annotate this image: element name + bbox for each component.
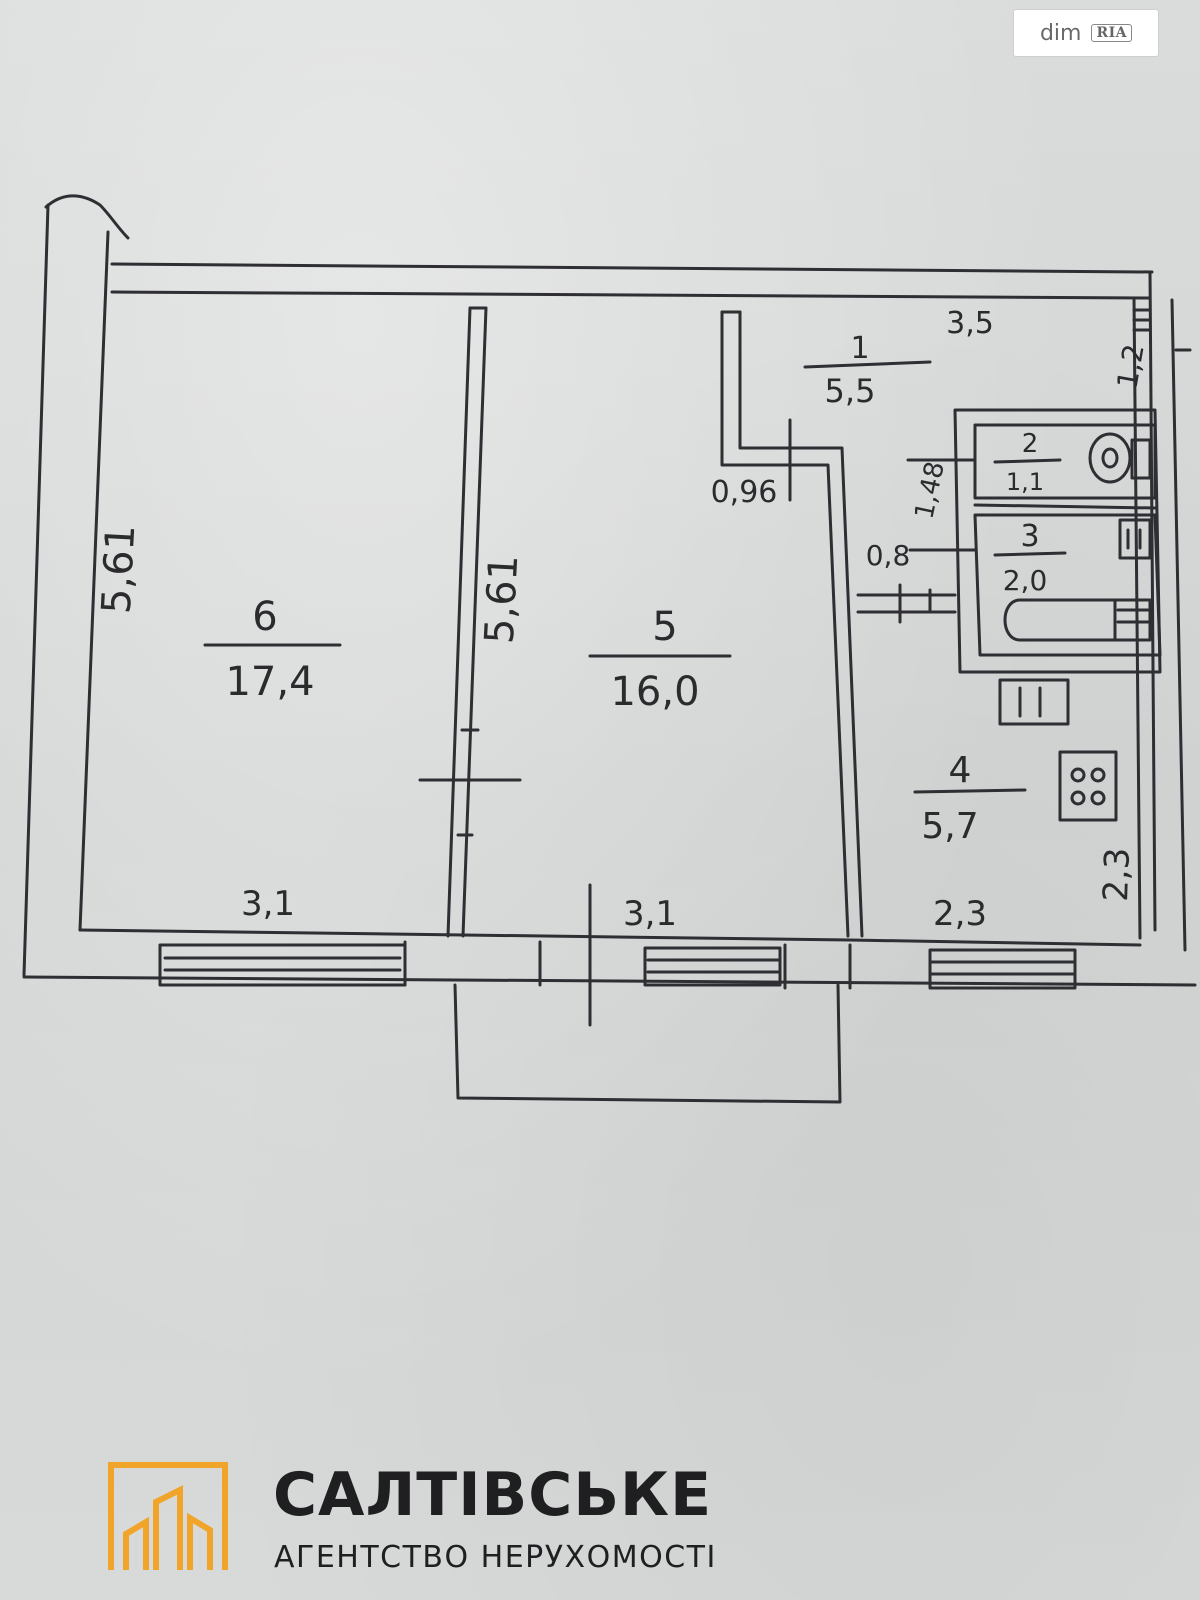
partition-6-5-b: [461, 306, 488, 938]
dim-hall-width: 3,5: [946, 306, 994, 341]
dim-wc-height: 1,48: [909, 459, 950, 522]
agency-branding: САЛТІВСЬКЕ АГЕНТСТВО НЕРУХОМОСТІ: [108, 1460, 828, 1582]
fraction-3: [993, 551, 1067, 557]
room-4-number: 4: [949, 750, 972, 791]
outer-wall-left-inner: [78, 230, 110, 932]
room-6-area: 17,4: [225, 659, 314, 705]
room-6-number: 6: [252, 594, 277, 640]
room-2-area: 1,1: [1006, 468, 1044, 496]
room-4-area: 5,7: [921, 806, 978, 847]
bath-room: [973, 513, 1162, 657]
sink-fixture: [1118, 518, 1152, 560]
bathtub-fixture: [1003, 598, 1152, 642]
outer-wall-bottom-inner-r: [848, 938, 1142, 947]
outer-wall-right: [1148, 270, 1157, 932]
toilet-fixture: [1088, 432, 1132, 484]
dim-room6-height: 5,61: [94, 524, 145, 615]
balcony: [453, 983, 842, 1104]
partition-6-5: [446, 306, 472, 938]
outer-wall-top: [110, 262, 1154, 274]
wc-divider: [973, 503, 1157, 510]
watermark-brand: dim: [1039, 20, 1082, 46]
fraction-4: [913, 788, 1027, 794]
bath-block-outer: [953, 408, 1162, 674]
room-3-area: 2,0: [1003, 564, 1048, 597]
room-1-area: 5,5: [825, 372, 876, 410]
dim-room6-width: 3,1: [241, 884, 295, 924]
agency-subtitle: АГЕНТСТВО НЕРУХОМОСТІ: [274, 1540, 717, 1575]
dim-ria-watermark: dim RIA: [1013, 9, 1159, 57]
partition-5-corridor: [720, 310, 850, 938]
dim-room4-width: 2,3: [933, 894, 987, 934]
fraction-1: [803, 360, 932, 369]
outer-wall-left: [22, 203, 50, 977]
dim-corridor-width: 0,96: [711, 475, 778, 510]
room-2-number: 2: [1022, 429, 1039, 459]
outer-wall-bottom-inner: [78, 928, 852, 942]
room-5-area: 16,0: [610, 669, 699, 715]
watermark-badge: RIA: [1091, 24, 1133, 42]
room-1-number: 1: [850, 331, 869, 366]
room-3-number: 3: [1020, 519, 1039, 554]
wall-break-mark: [44, 194, 130, 240]
agency-name: САЛТІВСЬКЕ: [273, 1460, 713, 1530]
agency-logo-icon: [108, 1462, 228, 1570]
room-5-number: 5: [652, 604, 677, 650]
dim-bath-width: 0,8: [866, 539, 911, 572]
outer-wall-top-inner: [110, 290, 1152, 300]
window-room4: [928, 948, 1077, 990]
dim-room4-height: 2,3: [1096, 847, 1138, 902]
right-edge: [1170, 298, 1187, 952]
outer-wall-bottom: [22, 975, 1197, 987]
window-room5: [643, 946, 782, 987]
wc-room: [973, 423, 1157, 500]
dim-room5-height: 5,61: [477, 554, 528, 645]
fraction-2: [993, 458, 1062, 464]
dim-hall-side: 1,2: [1111, 342, 1151, 392]
kitchen-sink: [998, 678, 1070, 726]
stove-fixture: [1058, 750, 1118, 822]
dim-room5-width: 3,1: [623, 894, 677, 934]
outer-wall-right-inner: [1132, 296, 1142, 940]
